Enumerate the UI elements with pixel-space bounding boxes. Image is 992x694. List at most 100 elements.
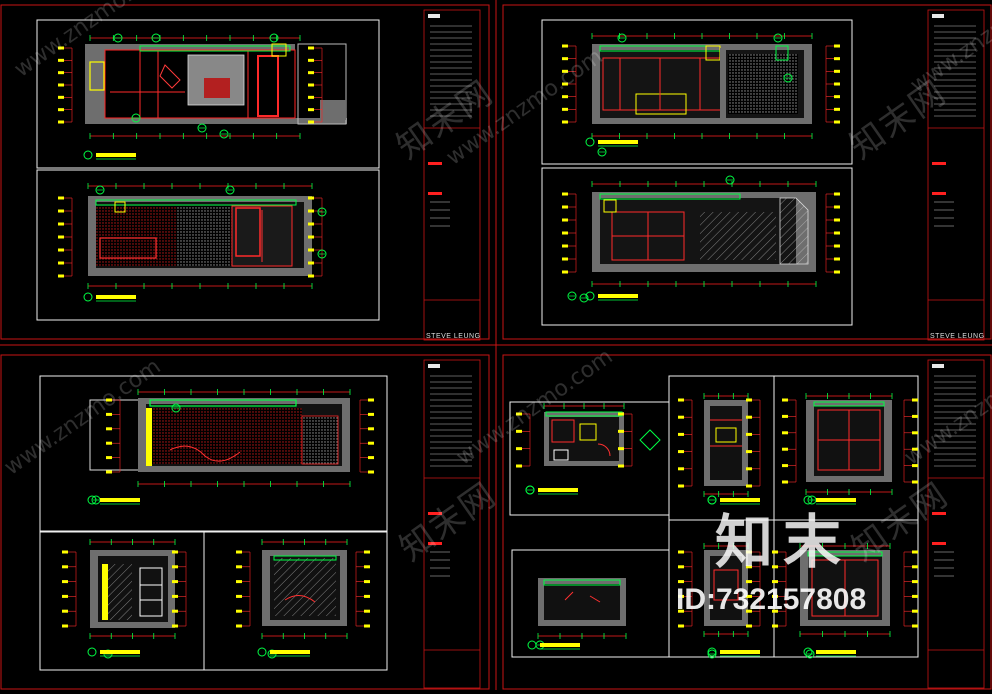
- caption-circle: [707, 495, 717, 505]
- caption-bar: [538, 488, 578, 492]
- caption-bar: [720, 650, 760, 654]
- callout-circle: [773, 33, 783, 43]
- title-block-stamp: [932, 162, 946, 165]
- note-marker: [912, 431, 918, 435]
- note-marker: [772, 580, 778, 584]
- note-marker: [58, 46, 64, 50]
- callout-circle: [317, 207, 327, 217]
- designer-name: STEVE LEUNG: [426, 333, 481, 340]
- note-marker: [562, 257, 568, 261]
- note-marker: [58, 274, 64, 278]
- note-marker: [236, 609, 242, 613]
- note-marker: [516, 447, 522, 451]
- note-marker: [562, 218, 568, 222]
- caption-bar: [270, 650, 310, 654]
- note-marker: [772, 594, 778, 598]
- elevation-f: [90, 550, 175, 628]
- note-marker: [368, 470, 374, 474]
- title-block-logo: [932, 14, 944, 18]
- note-marker: [912, 414, 918, 418]
- note-marker: [912, 609, 918, 613]
- note-marker: [58, 209, 64, 213]
- caption-bar: [816, 650, 856, 654]
- caption-bar: [100, 650, 140, 654]
- note-marker: [746, 624, 752, 628]
- note-marker: [62, 609, 68, 613]
- callout-circle: [219, 129, 229, 139]
- note-marker: [746, 609, 752, 613]
- note-marker: [364, 565, 370, 569]
- note-marker: [308, 222, 314, 226]
- caption-circle: [803, 647, 813, 657]
- elevation-l: [704, 550, 748, 626]
- callout-circle: [617, 33, 627, 43]
- note-marker: [912, 447, 918, 451]
- callout-circle: [131, 113, 141, 123]
- note-marker: [834, 218, 840, 222]
- note-marker: [772, 550, 778, 554]
- note-marker: [912, 580, 918, 584]
- note-marker: [562, 44, 568, 48]
- note-marker: [746, 398, 752, 402]
- callout-bubbles: [91, 33, 817, 659]
- callout-circle: [597, 147, 607, 157]
- note-marker: [678, 467, 684, 471]
- note-marker: [308, 120, 314, 124]
- caption-bar: [720, 498, 760, 502]
- note-marker: [236, 580, 242, 584]
- note-marker: [678, 415, 684, 419]
- note-marker: [308, 261, 314, 265]
- note-marker: [172, 609, 178, 613]
- note-marker: [834, 57, 840, 61]
- note-marker: [772, 609, 778, 613]
- note-marker: [746, 467, 752, 471]
- note-marker: [58, 95, 64, 99]
- note-marker: [58, 83, 64, 87]
- note-marker: [562, 120, 568, 124]
- note-marker: [562, 231, 568, 235]
- note-marker: [308, 58, 314, 62]
- title-block-notes: [428, 14, 976, 577]
- dimension-lines: [58, 33, 918, 639]
- note-marker: [364, 624, 370, 628]
- callout-circle: [95, 185, 105, 195]
- title-block-stamp: [932, 512, 946, 515]
- note-marker: [58, 248, 64, 252]
- note-marker: [308, 95, 314, 99]
- note-marker: [834, 244, 840, 248]
- note-marker: [106, 398, 112, 402]
- note-marker: [782, 398, 788, 402]
- caption-bar: [816, 498, 856, 502]
- note-marker: [782, 447, 788, 451]
- note-marker: [782, 464, 788, 468]
- note-marker: [562, 69, 568, 73]
- note-marker: [834, 69, 840, 73]
- note-marker: [308, 71, 314, 75]
- note-marker: [58, 261, 64, 265]
- note-marker: [746, 580, 752, 584]
- title-block-logo: [932, 364, 944, 368]
- note-marker: [834, 95, 840, 99]
- note-marker: [834, 257, 840, 261]
- note-marker: [618, 429, 624, 433]
- note-marker: [172, 624, 178, 628]
- caption-circle: [83, 150, 93, 160]
- caption-circle: [257, 647, 267, 657]
- elevation-j: [704, 400, 748, 486]
- elevation-a: [85, 43, 347, 125]
- callout-circle: [783, 73, 793, 83]
- callout-circle: [269, 33, 279, 43]
- note-marker: [368, 456, 374, 460]
- watermark-id: ID:732157808: [676, 583, 867, 616]
- title-block-stamp: [428, 512, 442, 515]
- elevation-d: [592, 192, 816, 272]
- note-marker: [746, 550, 752, 554]
- note-marker: [912, 398, 918, 402]
- note-marker: [236, 594, 242, 598]
- note-marker: [62, 580, 68, 584]
- note-marker: [782, 431, 788, 435]
- note-marker: [368, 398, 374, 402]
- elevation-g: [262, 550, 347, 626]
